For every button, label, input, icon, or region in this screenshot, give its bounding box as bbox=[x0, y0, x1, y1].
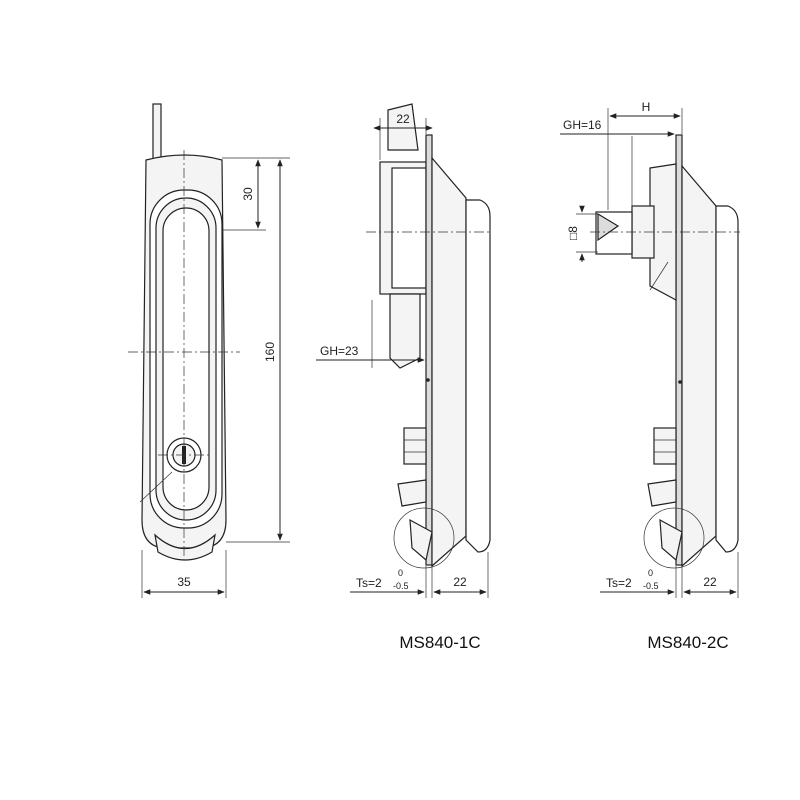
handle-lip bbox=[154, 533, 216, 561]
caption-2c: MS840-2C bbox=[647, 633, 728, 652]
dim-depth-1c: 22 bbox=[453, 575, 467, 589]
dim-top: 30 bbox=[241, 187, 255, 201]
latch-cam bbox=[659, 518, 683, 562]
detail-circle bbox=[393, 507, 455, 569]
dim-ts-1c: Ts=2 bbox=[356, 576, 382, 590]
locking-pin bbox=[152, 103, 162, 163]
tol-upper-1c: 0 bbox=[398, 568, 403, 578]
side-view-2c: H GH=16 □8 Ts=2 0 -0.5 22 MS840-2C bbox=[560, 100, 740, 652]
detail-circle bbox=[643, 507, 705, 569]
handle-profile bbox=[681, 164, 717, 568]
square-drive-tip bbox=[597, 212, 620, 242]
latch-cam bbox=[409, 518, 433, 562]
dim-h: H bbox=[642, 100, 651, 114]
cam-top bbox=[387, 103, 419, 151]
side-view-1c: 22 GH=23 Ts=2 0 -0.5 22 MS840-1C bbox=[316, 103, 492, 652]
dim-grip-2c: GH=16 bbox=[563, 118, 602, 132]
dim-square: □8 bbox=[566, 226, 580, 240]
dim-grip-1c: GH=23 bbox=[320, 344, 359, 358]
lever-profile bbox=[465, 199, 491, 553]
panel-plate bbox=[675, 134, 683, 566]
tol-upper-2c: 0 bbox=[648, 568, 653, 578]
caption-1c: MS840-1C bbox=[399, 633, 480, 652]
handle-profile bbox=[431, 156, 467, 568]
clip bbox=[647, 479, 677, 507]
dim-depth-2c: 22 bbox=[703, 575, 717, 589]
clip bbox=[397, 479, 427, 507]
rear-housing-block bbox=[391, 167, 427, 289]
tol-lower-2c: -0.5 bbox=[643, 581, 659, 591]
dim-height: 160 bbox=[263, 342, 277, 362]
tol-lower-1c: -0.5 bbox=[393, 581, 409, 591]
dim-ts-2c: Ts=2 bbox=[606, 576, 632, 590]
front-view: 35 160 30 bbox=[128, 103, 290, 598]
cam-bottom bbox=[389, 293, 421, 369]
dim-width: 35 bbox=[177, 575, 191, 589]
panel-plate bbox=[425, 134, 433, 566]
nut-upper bbox=[653, 427, 677, 465]
dim-top-1c: 22 bbox=[396, 112, 410, 126]
lever-face bbox=[162, 207, 210, 511]
nut-upper bbox=[403, 427, 427, 465]
lever-profile bbox=[715, 205, 739, 553]
